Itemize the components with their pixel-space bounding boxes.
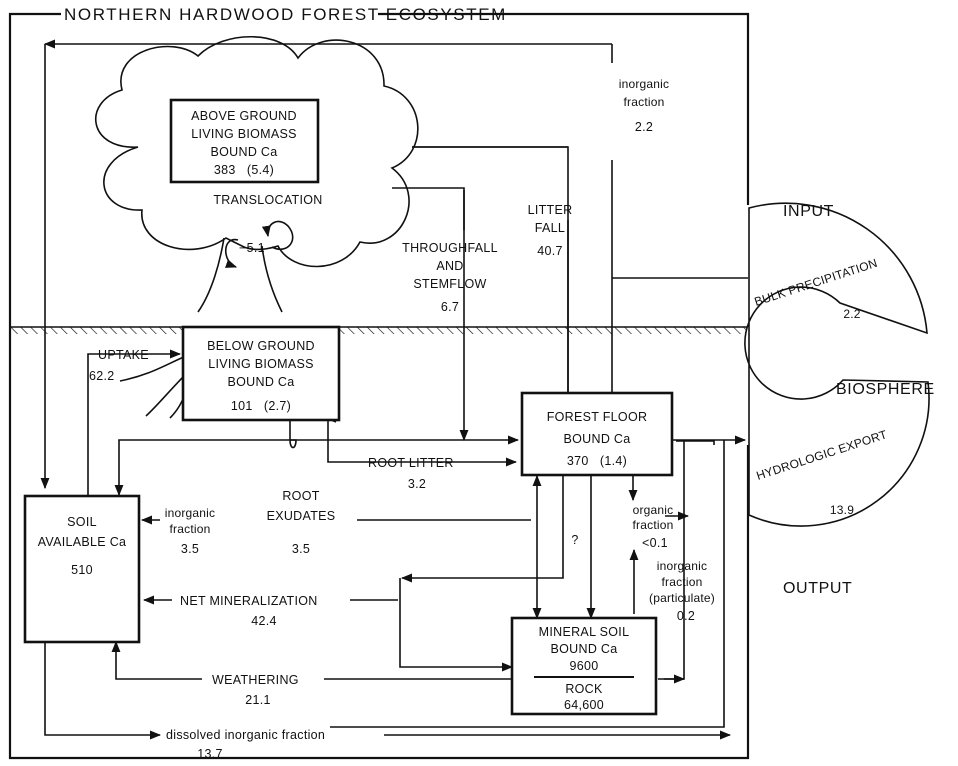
throughfall-line3: STEMFLOW: [413, 277, 486, 291]
root-exudates-value: 3.5: [292, 542, 310, 556]
dissolved-value: 13.7: [197, 747, 223, 761]
uptake-text: UPTAKE: [98, 348, 149, 362]
litter-fall-value: 40.7: [537, 244, 563, 258]
below-ground-line1: BELOW GROUND: [207, 339, 315, 353]
weathering-arrow: [116, 642, 202, 679]
forest-floor-line1: FOREST FLOOR: [547, 410, 648, 424]
mineral-soil-line1: MINERAL SOIL: [539, 625, 630, 639]
soil-line1: SOIL: [67, 515, 97, 529]
below-ground-line3: BOUND Ca: [228, 375, 295, 389]
above-ground-line1: ABOVE GROUND: [191, 109, 297, 123]
litter-fall-line1: LITTER: [528, 203, 573, 217]
inorganic-left-line1: inorganic: [165, 506, 216, 520]
diagram-title: NORTHERN HARDWOOD FOREST ECOSYSTEM: [64, 5, 507, 24]
bulk-precipitation-text: BULK PRECIPITATION: [753, 256, 880, 309]
ground-surface: [11, 327, 747, 334]
net-mineralization-text: NET MINERALIZATION: [180, 594, 318, 608]
above-ground-value: 383 (5.4): [214, 163, 274, 177]
inorganic-particulate-line2: fraction: [662, 575, 703, 589]
throughfall-line2: AND: [436, 259, 463, 273]
uptake-value: 62.2: [89, 369, 115, 383]
below-ground-line2: LIVING BIOMASS: [208, 357, 314, 371]
inorganic-particulate-value: 0.2: [677, 609, 695, 623]
below-ground-value: 101 (2.7): [231, 399, 291, 413]
forest-floor-value: 370 (1.4): [567, 454, 627, 468]
organic-fraction-line2: fraction: [633, 518, 674, 532]
root-litter-value: 3.2: [408, 477, 426, 491]
output-label: OUTPUT: [783, 580, 852, 597]
hydrologic-export-text: HYDROLOGIC EXPORT: [755, 427, 890, 483]
uptake-label: UPTAKE 62.2: [89, 348, 149, 383]
mineral-soil-line2: BOUND Ca: [551, 642, 618, 656]
soil-value: 510: [71, 563, 93, 577]
hydrologic-export-label: HYDROLOGIC EXPORT 13.9: [755, 427, 890, 517]
inorganic-particulate-line1: inorganic: [657, 559, 708, 573]
forest-floor-line2: BOUND Ca: [564, 432, 631, 446]
inorganic-left-line2: fraction: [170, 522, 211, 536]
hydrologic-export-value: 13.9: [830, 503, 854, 517]
translocation-label: TRANSLOCATION: [213, 193, 322, 207]
below-ground-box: BELOW GROUND LIVING BIOMASS BOUND Ca 101…: [183, 327, 339, 420]
mineral-soil-value: 9600: [569, 659, 598, 673]
rock-label: ROCK: [565, 682, 603, 696]
weathering-text: WEATHERING: [212, 673, 299, 687]
throughfall-arrow: [392, 188, 464, 440]
above-ground-box: ABOVE GROUND LIVING BIOMASS BOUND Ca 383…: [171, 100, 318, 182]
inorganic-particulate-line3: (particulate): [649, 591, 715, 605]
inorganic-particulate-label: inorganic fraction (particulate) 0.2: [649, 559, 715, 623]
above-ground-line3: BOUND Ca: [211, 145, 278, 159]
question-mark: ?: [571, 533, 578, 547]
translocation-value: −5.1: [239, 241, 265, 255]
weathering-label: WEATHERING 21.1: [212, 673, 299, 707]
root-litter-label: ROOT LITTER 3.2: [368, 456, 454, 491]
organic-fraction-label: organic fraction <0.1: [633, 503, 674, 550]
rock-value: 64,600: [564, 698, 604, 712]
litter-fall-line2: FALL: [535, 221, 565, 235]
throughfall-line1: THROUGHFALL: [402, 241, 498, 255]
forest-floor-box: FOREST FLOOR BOUND Ca 370 (1.4): [522, 393, 672, 475]
dissolved-text: dissolved inorganic fraction: [166, 728, 325, 742]
root-exudates-line1: ROOT: [282, 489, 319, 503]
inorganic-left-label: inorganic fraction 3.5: [165, 506, 216, 556]
soil-line2: AVAILABLE Ca: [38, 535, 127, 549]
organic-fraction-value: <0.1: [642, 536, 668, 550]
root-exudates-line2: EXUDATES: [267, 509, 336, 523]
bulk-precipitation-value: 2.2: [843, 307, 860, 321]
net-mineralization-value: 42.4: [251, 614, 277, 628]
inorganic-top-line1: inorganic: [619, 77, 670, 91]
above-ground-line2: LIVING BIOMASS: [191, 127, 297, 141]
soil-available-box: SOIL AVAILABLE Ca 510: [25, 496, 139, 642]
biosphere-label: BIOSPHERE: [836, 381, 935, 398]
inorganic-top-line2: fraction: [624, 95, 665, 109]
inorganic-top-value: 2.2: [635, 120, 653, 134]
mineral-soil-box: MINERAL SOIL BOUND Ca 9600 ROCK 64,600: [512, 618, 656, 714]
throughfall-value: 6.7: [441, 300, 459, 314]
input-label: INPUT: [783, 203, 834, 220]
root-litter-line-upper: [119, 440, 518, 495]
net-mineralization-label: NET MINERALIZATION 42.4: [180, 594, 318, 628]
inorganic-left-value: 3.5: [181, 542, 199, 556]
weathering-value: 21.1: [245, 693, 271, 707]
organic-fraction-line1: organic: [633, 503, 674, 517]
litter-fall-label: LITTER FALL 40.7: [528, 203, 573, 258]
throughfall-label: THROUGHFALL AND STEMFLOW 6.7: [402, 241, 498, 314]
bulk-precipitation-label: BULK PRECIPITATION 2.2: [753, 256, 880, 321]
root-litter-text: ROOT LITTER: [368, 456, 454, 470]
inorganic-top-label: inorganic fraction 2.2: [619, 77, 670, 134]
root-exudates-label: ROOT EXUDATES 3.5: [267, 489, 336, 556]
dissolved-label: dissolved inorganic fraction 13.7: [166, 728, 325, 761]
